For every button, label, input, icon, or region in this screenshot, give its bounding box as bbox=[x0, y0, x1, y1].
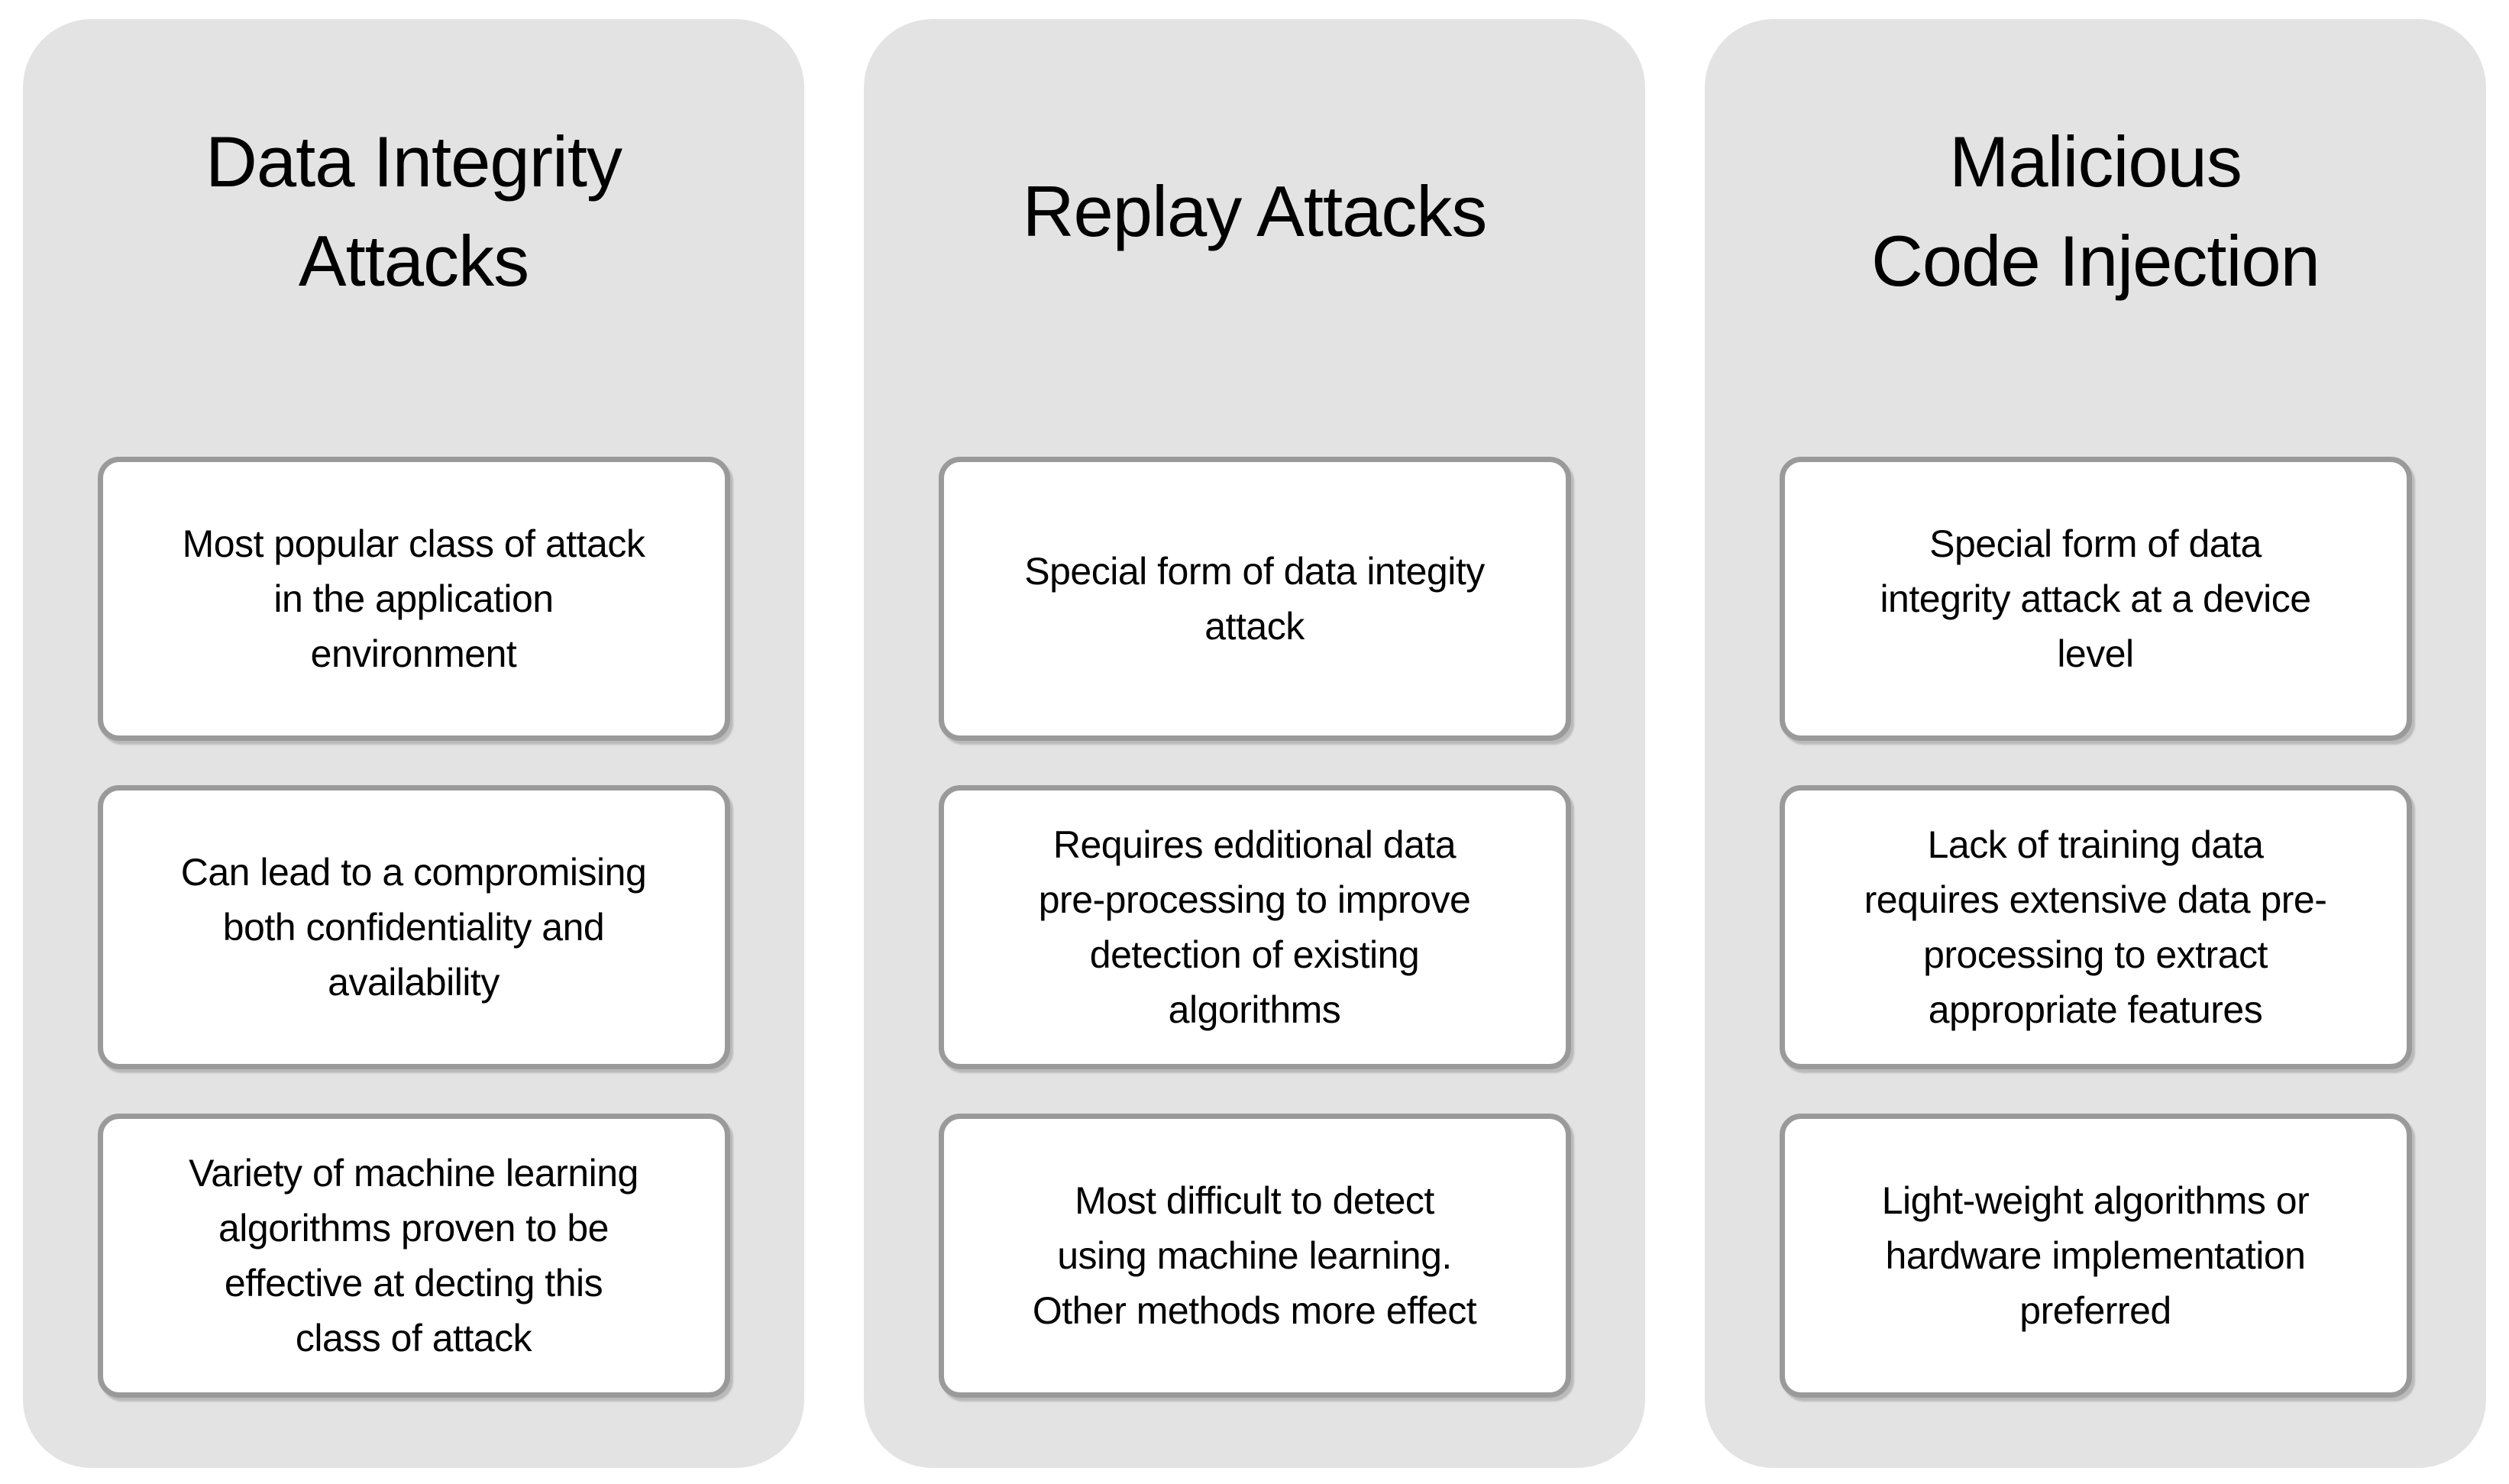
info-box: Special form of data integrity attack at… bbox=[1779, 457, 2412, 741]
info-box: Special form of data integity attack bbox=[938, 457, 1571, 741]
info-box: Requires edditional data pre-processing … bbox=[938, 785, 1571, 1069]
info-box: Variety of machine learning algorithms p… bbox=[97, 1114, 730, 1398]
panel-title: Malicious Code Injection bbox=[1871, 121, 2320, 301]
panel-title-area: Data Integrity Attacks bbox=[23, 19, 804, 457]
panel-data-integrity-attacks: Data Integrity Attacks Most popular clas… bbox=[23, 19, 804, 1468]
info-box-text: Special form of data integity attack bbox=[1024, 550, 1485, 648]
info-box-text: Variety of machine learning algorithms p… bbox=[189, 1152, 639, 1360]
info-box: Most popular class of attack in the appl… bbox=[97, 457, 730, 741]
panel-title: Replay Attacks bbox=[1022, 170, 1488, 251]
info-box-text: Most popular class of attack in the appl… bbox=[182, 522, 645, 675]
panel-title-area: Replay Attacks bbox=[864, 19, 1645, 457]
info-box-text: Lack of training data requires extensive… bbox=[1864, 823, 2327, 1031]
info-box-text: Requires edditional data pre-processing … bbox=[1038, 823, 1471, 1031]
panel-malicious-code-injection: Malicious Code Injection Special form of… bbox=[1705, 19, 2486, 1468]
info-box: Lack of training data requires extensive… bbox=[1779, 785, 2412, 1069]
info-box: Can lead to a compromising both confiden… bbox=[97, 785, 730, 1069]
panel-title: Data Integrity Attacks bbox=[205, 121, 622, 301]
info-box-text: Can lead to a compromising both confiden… bbox=[180, 851, 647, 1004]
panel-title-area: Malicious Code Injection bbox=[1705, 19, 2486, 457]
info-box-text: Special form of data integrity attack at… bbox=[1880, 522, 2311, 675]
panel-replay-attacks: Replay Attacks Special form of data inte… bbox=[864, 19, 1645, 1468]
info-box-text: Most difficult to detect using machine l… bbox=[1032, 1179, 1477, 1332]
info-box: Most difficult to detect using machine l… bbox=[938, 1114, 1571, 1398]
info-box-text: Light-weight algorithms or hardware impl… bbox=[1881, 1179, 2310, 1332]
info-box: Light-weight algorithms or hardware impl… bbox=[1779, 1114, 2412, 1398]
